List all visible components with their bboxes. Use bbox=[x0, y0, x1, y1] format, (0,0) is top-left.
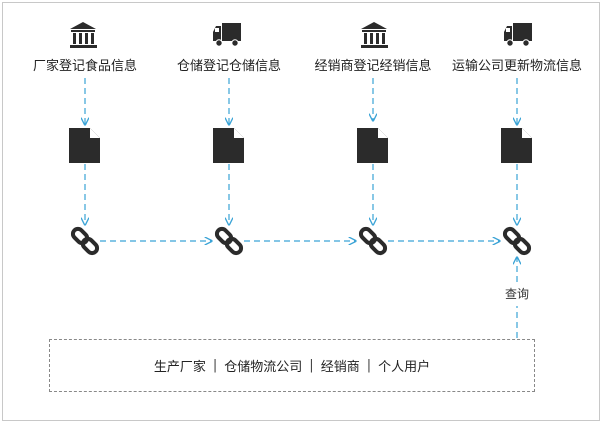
user-type-individual: 个人用户 bbox=[378, 360, 431, 375]
document-icon bbox=[213, 128, 244, 163]
chain-link-icon bbox=[214, 226, 244, 256]
column-label-distributor: 经销商登记经销信息 bbox=[314, 59, 432, 74]
user-separator: | bbox=[212, 358, 218, 373]
document-icon bbox=[501, 128, 532, 163]
column-label-manufacturer: 厂家登记食品信息 bbox=[32, 59, 138, 74]
delivery-truck-icon bbox=[213, 23, 241, 47]
chain-link-icon bbox=[358, 226, 388, 256]
query-label: 查询 bbox=[504, 287, 530, 301]
user-type-manufacturer: 生产厂家 bbox=[153, 360, 206, 375]
user-separator: | bbox=[366, 358, 372, 373]
delivery-truck-icon bbox=[504, 23, 532, 47]
user-type-distributor: 经销商 bbox=[320, 360, 360, 375]
document-icon bbox=[69, 128, 100, 163]
column-label-warehouse: 仓储登记仓储信息 bbox=[176, 59, 282, 74]
column-label-logistics: 运输公司更新物流信息 bbox=[451, 59, 583, 74]
users-box: 生产厂家 | 仓储物流公司 | 经销商 | 个人用户 bbox=[49, 339, 535, 392]
chain-link-icon bbox=[70, 226, 100, 256]
user-separator: | bbox=[309, 358, 314, 373]
diagram-frame bbox=[2, 2, 600, 421]
chain-link-icon bbox=[502, 226, 532, 256]
document-icon bbox=[357, 128, 388, 163]
user-type-warehouse-logistics: 仓储物流公司 bbox=[224, 360, 303, 375]
bank-building-icon bbox=[361, 22, 388, 48]
bank-building-icon bbox=[70, 22, 97, 48]
